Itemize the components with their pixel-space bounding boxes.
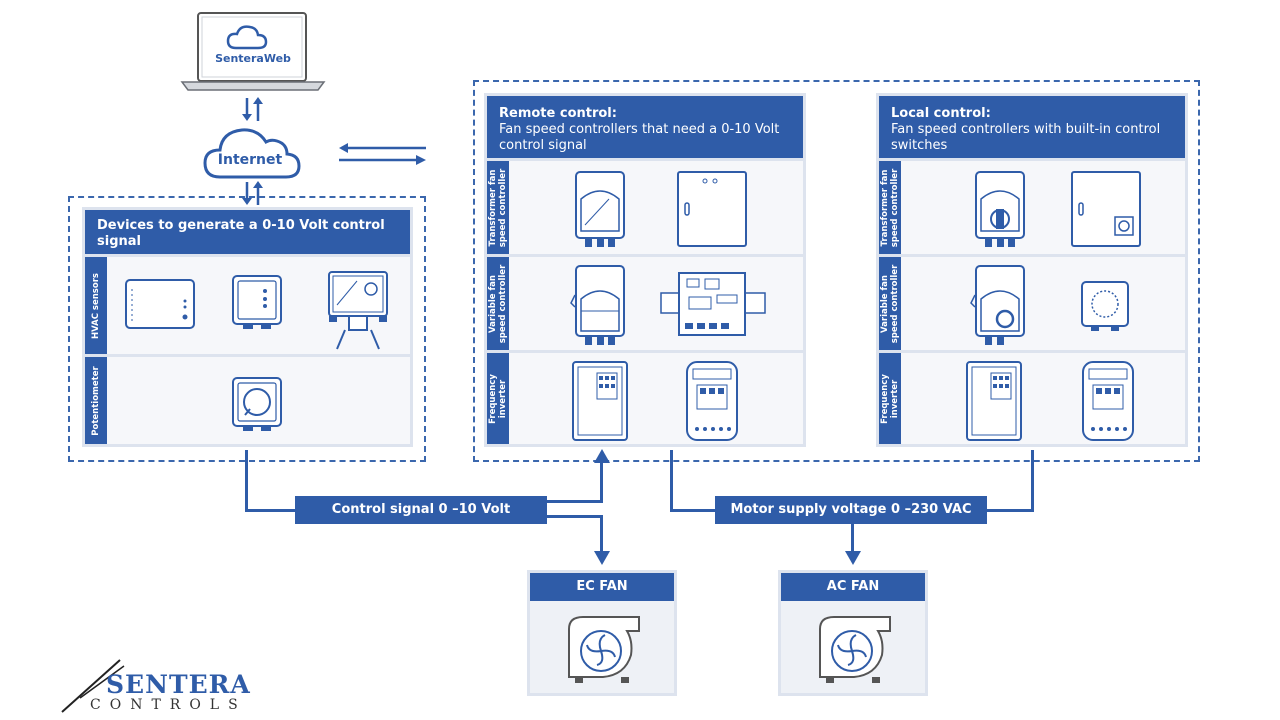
frequency-inverter-icon [966,361,1022,441]
remote-panel-header: Remote control: Fan speed controllers th… [487,96,803,158]
motor-supply-label: Motor supply voltage 0 –230 VAC [715,496,987,524]
connector-line [245,450,248,512]
row-label-line2: speed controller [498,264,508,343]
remote-panel-subtitle: Fan speed controllers that need a 0-10 V… [499,122,780,153]
local-panel-header: Local control: Fan speed controllers wit… [879,96,1185,158]
arrow-down-icon [845,551,861,565]
room-sensor-icon [125,279,195,329]
bidirectional-arrow-icon [242,181,263,205]
local-control-panel: Local control: Fan speed controllers wit… [876,93,1188,447]
ac-fan-box: AC FAN [778,570,928,696]
row-potentiometer: Potentiometer [85,354,410,444]
laptop-icon [180,12,326,91]
row-label-line2: inverter [890,379,900,418]
frequency-inverter-icon [1082,361,1134,441]
logo-slash-icon [61,659,125,713]
cabinet-controller-icon [677,171,747,247]
connector-line [851,520,854,554]
row-label-line1: Variable fan [880,274,890,333]
connector-line [540,515,603,518]
potentiometer-icon [232,377,282,431]
control-signal-label: Control signal 0 –10 Volt [295,496,547,524]
row-label-line2: inverter [498,379,508,418]
variable-controller-knob-icon [970,265,1025,345]
connector-line [670,509,720,512]
row-label-line2: speed controller [890,168,900,247]
transformer-controller-icon [575,171,625,247]
connector-line [245,509,305,512]
local-panel-subtitle: Fan speed controllers with built-in cont… [891,122,1161,153]
ac-fan-title: AC FAN [781,573,925,601]
connector-line [600,515,603,553]
local-panel-title: Local control: [891,106,991,121]
variable-controller-icon [570,265,625,345]
cabinet-controller-switch-icon [1071,171,1141,247]
row-label-bar: Potentiometer [85,357,107,444]
connector-line [600,462,603,503]
row-label-line1: Transformer fan [880,169,890,246]
devices-panel: Devices to generate a 0-10 Volt control … [82,207,413,447]
logo-name: SENTERA [106,670,251,699]
devices-panel-title: Devices to generate a 0-10 Volt control … [97,218,385,249]
controllers-group-frame [473,80,1200,462]
duct-sensor-icon [328,271,388,350]
ec-fan-box: EC FAN [527,570,677,696]
row-label: HVAC sensors [91,272,101,339]
row-label-bar: HVAC sensors [85,257,107,354]
frequency-inverter-icon [686,361,738,441]
cloud-label: Internet [217,152,283,168]
fan-icon [568,616,640,683]
row-hvac-sensors: HVAC sensors [85,254,410,354]
row-label-line2: speed controller [890,264,900,343]
row-label: Potentiometer [91,365,101,436]
horizontal-arrows-icon [339,143,426,165]
connector-line [670,450,673,512]
frequency-inverter-icon [572,361,628,441]
din-rail-board-icon [660,272,766,336]
devices-panel-header: Devices to generate a 0-10 Volt control … [85,210,410,254]
ec-fan-title: EC FAN [530,573,674,601]
wall-sensor-icon [232,275,282,329]
transformer-controller-switch-icon [975,171,1025,247]
row-label-line1: Frequency [880,373,890,424]
remote-control-panel: Remote control: Fan speed controllers th… [484,93,806,447]
row-label-line1: Variable fan [488,274,498,333]
row-label-line1: Transformer fan [488,169,498,246]
row-label-line2: speed controller [498,168,508,247]
row-label-line1: Frequency [488,373,498,424]
fan-icon [819,616,891,683]
laptop-label: SenteraWeb [215,52,291,65]
remote-panel-title: Remote control: [499,106,617,121]
connector-line [980,509,1034,512]
arrow-up-icon [594,449,610,463]
logo-subtitle: CONTROLS [90,697,247,713]
bidirectional-arrow-icon [242,97,263,121]
connector-line [1031,450,1034,512]
dial-controller-icon [1081,281,1129,331]
cloud-icon [203,128,301,179]
connector-line [540,500,603,503]
arrow-down-icon [594,551,610,565]
